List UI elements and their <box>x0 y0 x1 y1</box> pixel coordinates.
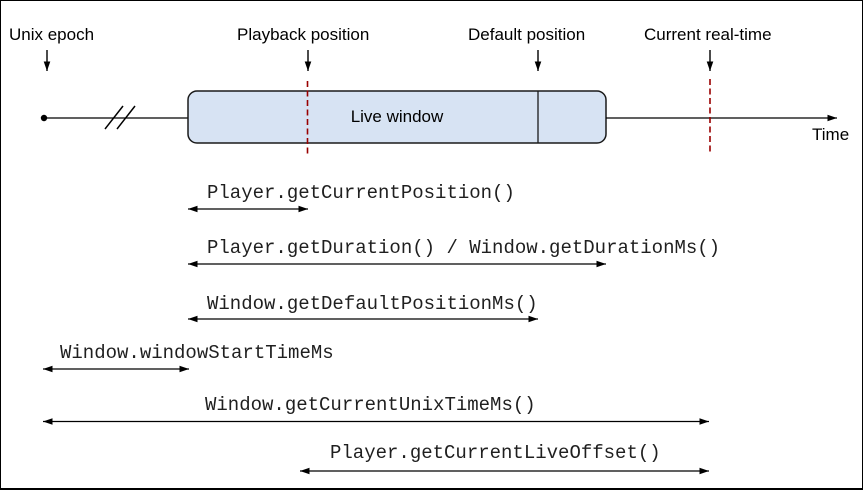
measure-duration-label: Player.getDuration() / Window.getDuratio… <box>207 237 721 259</box>
unix-epoch-label: Unix epoch <box>9 25 95 44</box>
playback-position-label: Playback position <box>237 25 370 44</box>
measure-current-unix-time-label: Window.getCurrentUnixTimeMs() <box>205 394 536 416</box>
live-window-box <box>187 90 607 144</box>
current-real-time-label: Current real-time <box>644 25 772 44</box>
measure-current-live-offset-label: Player.getCurrentLiveOffset() <box>330 442 661 464</box>
axis-break-icon <box>104 105 124 130</box>
measure-current-position-label: Player.getCurrentPosition() <box>207 182 515 204</box>
default-position-label: Default position <box>468 25 586 44</box>
live-window-label: Live window <box>350 107 444 126</box>
measure-window-start-time-label: Window.windowStartTimeMs <box>60 342 334 364</box>
time-axis-label: Time <box>812 125 850 144</box>
axis-break-icon <box>116 105 136 130</box>
measure-default-position-label: Window.getDefaultPositionMs() <box>207 293 538 315</box>
